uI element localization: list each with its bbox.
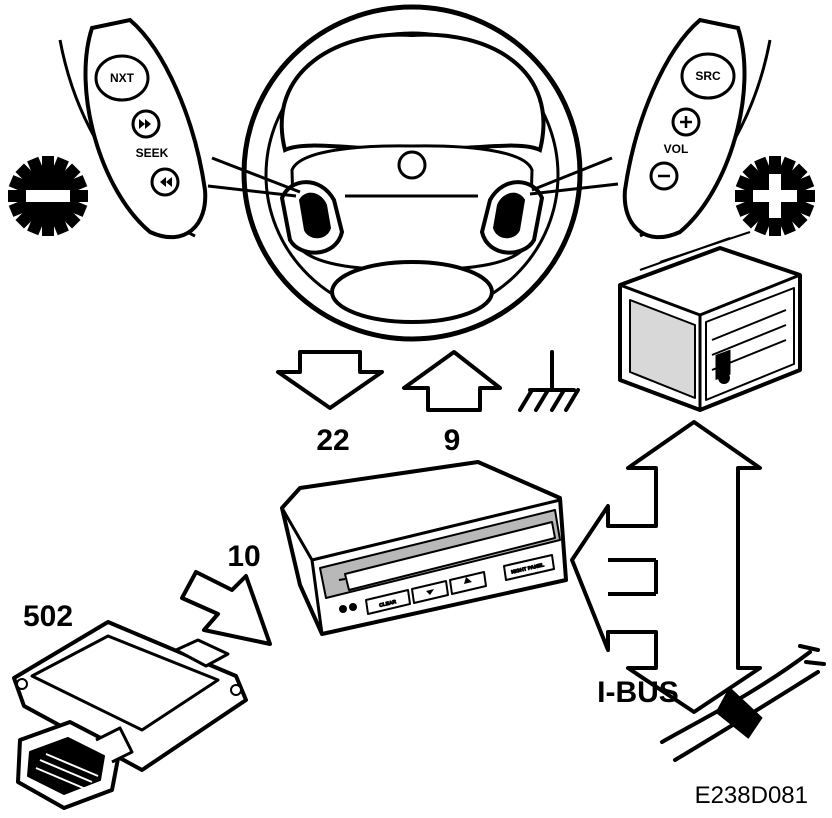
plus-gear-icon bbox=[735, 156, 815, 236]
seek-back-button[interactable] bbox=[150, 167, 180, 197]
fast-forward-icon bbox=[139, 119, 151, 129]
nxt-button-label: NXT bbox=[110, 71, 135, 85]
chevron-up-icon bbox=[464, 577, 472, 584]
src-button-label: SRC bbox=[695, 69, 721, 83]
plus-icon bbox=[680, 116, 692, 128]
figure-code: E238D081 bbox=[695, 782, 808, 809]
src-button[interactable]: SRC bbox=[680, 52, 736, 100]
module-arrow-label: 10 bbox=[227, 540, 260, 573]
module-arrow bbox=[180, 570, 272, 646]
ibus-cable bbox=[660, 644, 826, 762]
clear-button-label: CLEAR bbox=[379, 599, 398, 609]
up-arrow-label: 9 bbox=[444, 424, 461, 457]
rewind-icon bbox=[160, 177, 172, 187]
ibus-label: I-BUS bbox=[597, 676, 679, 709]
clear-button[interactable]: CLEAR bbox=[365, 589, 411, 615]
minus-gear-icon bbox=[8, 156, 88, 236]
steering-wheel bbox=[207, 4, 619, 342]
down-arrow bbox=[276, 350, 384, 410]
information-display-unit: CLEAR NIGHT PANEL bbox=[280, 460, 568, 636]
up-arrow bbox=[402, 350, 502, 412]
vol-label: VOL bbox=[664, 142, 689, 156]
left-control-pad: NXT SEEK bbox=[58, 17, 208, 240]
nxt-button[interactable]: NXT bbox=[94, 54, 150, 102]
up-button[interactable] bbox=[449, 571, 487, 595]
night-panel-button[interactable]: NIGHT PANEL bbox=[503, 554, 555, 581]
down-button[interactable] bbox=[411, 580, 449, 604]
volume-down-button[interactable] bbox=[649, 161, 679, 191]
radio-unit bbox=[618, 231, 802, 412]
chevron-down-icon bbox=[426, 589, 434, 595]
right-control-pad: SRC VOL bbox=[622, 17, 772, 240]
control-module-502 bbox=[12, 620, 248, 810]
ibus-bidirectional-arrow bbox=[570, 420, 762, 714]
module-label: 502 bbox=[23, 600, 73, 633]
down-arrow-label: 22 bbox=[316, 424, 349, 457]
ground-symbol-icon bbox=[518, 350, 580, 412]
volume-up-button[interactable] bbox=[671, 107, 701, 137]
seek-label: SEEK bbox=[136, 146, 169, 160]
seek-forward-button[interactable] bbox=[131, 109, 161, 139]
